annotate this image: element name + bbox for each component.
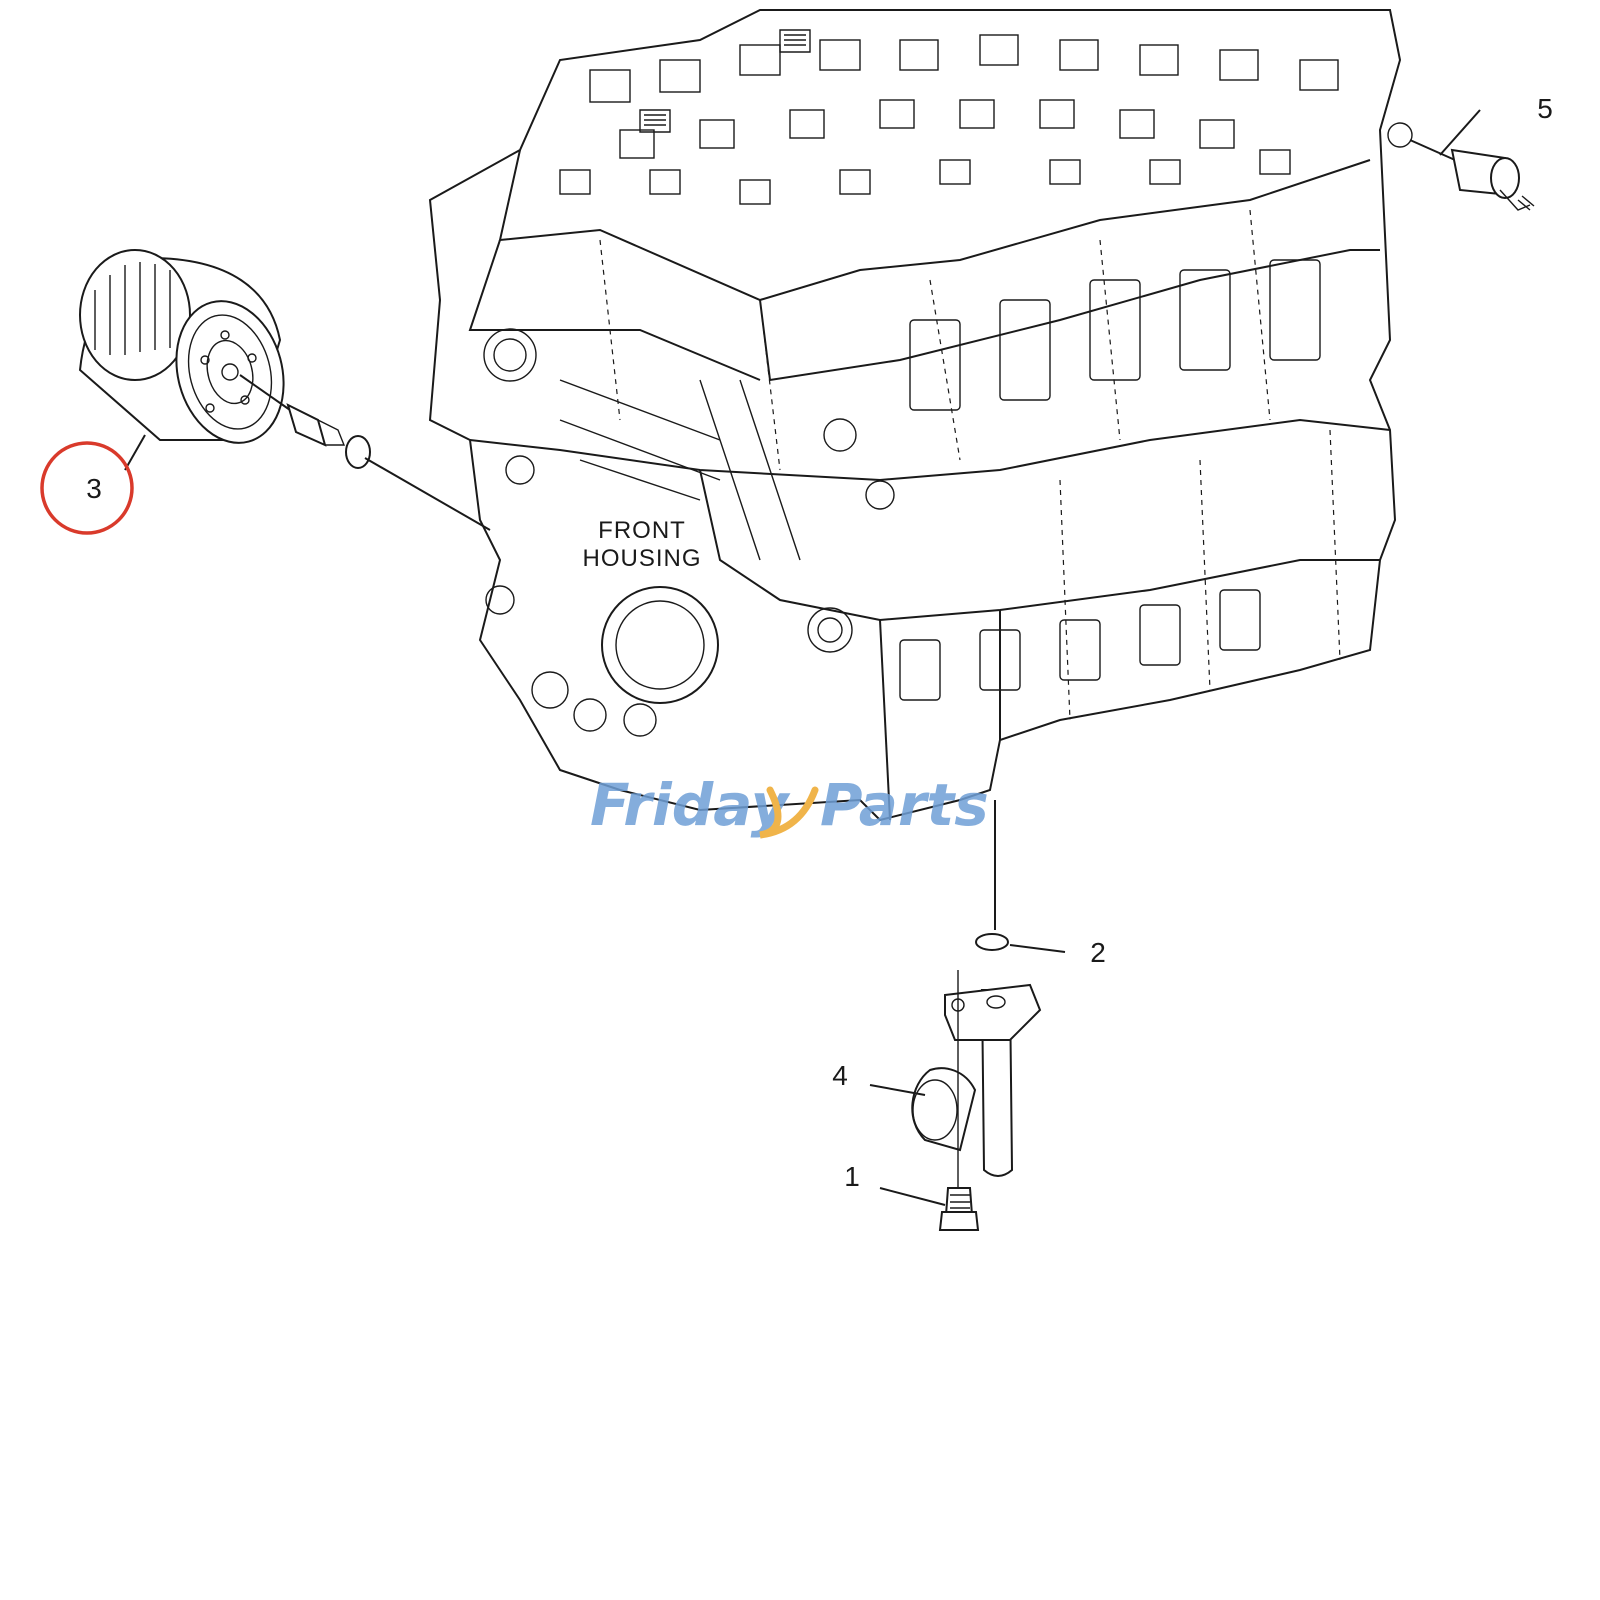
callout-2: 2 xyxy=(1090,937,1106,968)
oil-strainer-part xyxy=(911,800,1042,1231)
watermark-logo: Friday Parts xyxy=(590,771,989,839)
highlight-circle xyxy=(40,441,134,535)
filter-fitting xyxy=(286,403,491,531)
callout-1: 1 xyxy=(844,1161,860,1192)
oil-filter-part xyxy=(78,249,291,444)
engine-block xyxy=(428,9,1402,822)
front-housing-label-line1: FRONT xyxy=(598,517,686,544)
callout-4: 4 xyxy=(832,1060,848,1091)
highlighted-callout-3: 3 xyxy=(40,441,134,535)
callout-3: 3 xyxy=(86,473,102,504)
callout-leaders xyxy=(124,109,1481,1206)
callout-5: 5 xyxy=(1537,93,1553,124)
front-housing-label: FRONT HOUSING xyxy=(582,517,701,572)
watermark-text-parts: Parts xyxy=(820,771,989,839)
watermark-swoosh-icon xyxy=(759,786,819,839)
watermark-text-friday: Friday xyxy=(590,771,791,839)
front-housing-label-line2: HOUSING xyxy=(582,545,701,572)
pressure-switch-part xyxy=(1387,122,1535,211)
